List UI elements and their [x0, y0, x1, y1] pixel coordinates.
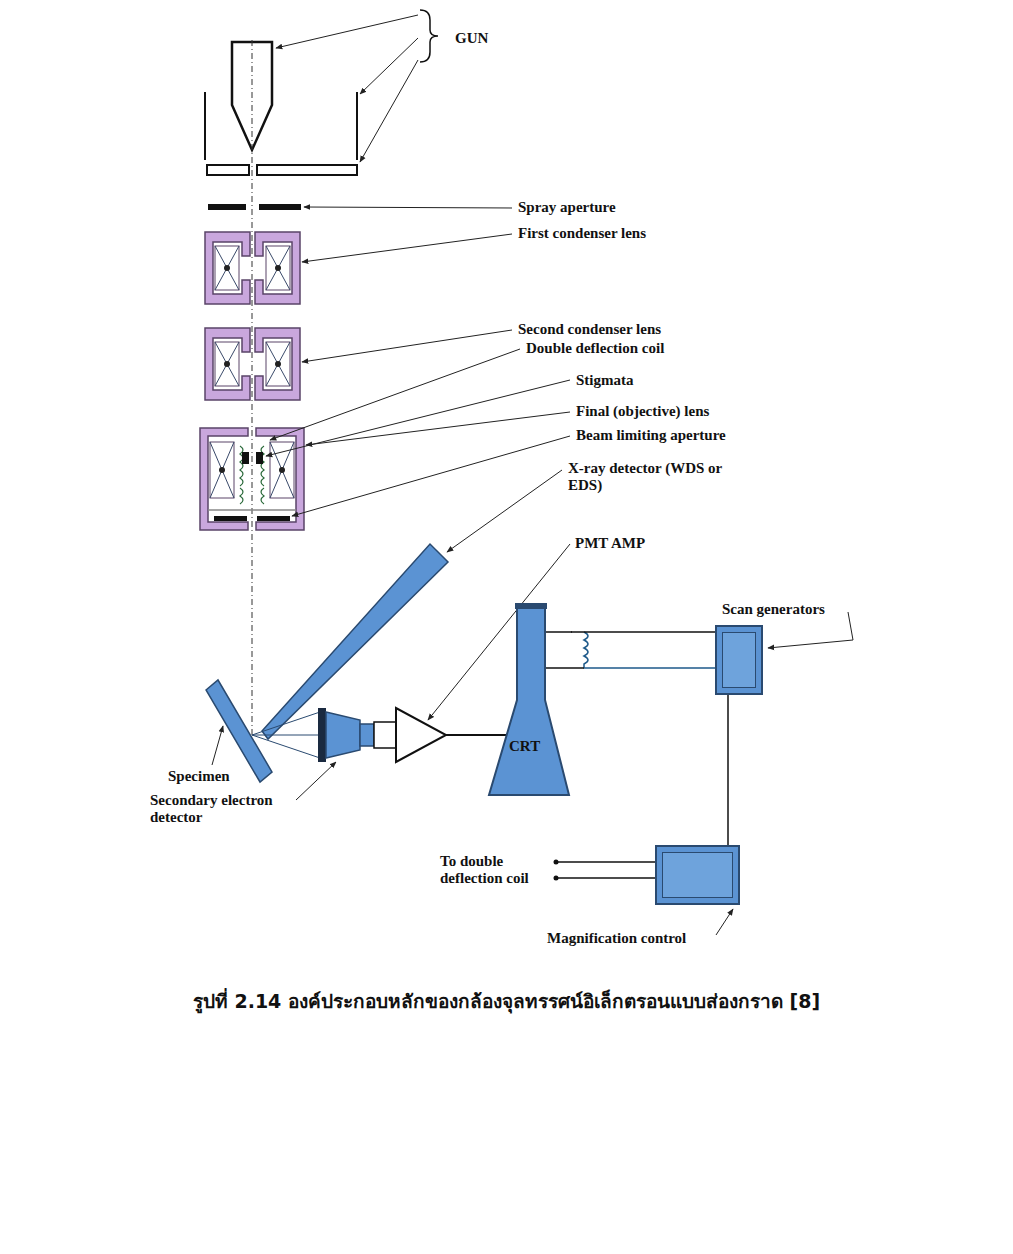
- leader-lines-part: [212, 726, 223, 765]
- secondary-electron-detector-part: [360, 724, 374, 746]
- electron-gun-part: [356, 92, 358, 160]
- beam-axis-part: [252, 40, 253, 735]
- signal-wire: [571, 631, 715, 633]
- specimen: [206, 680, 272, 782]
- figure-caption: รูปที่ 2.14 องค์ประกอบหลักของกล้องจุลทรร…: [0, 986, 1013, 1016]
- objective-lens-part: [256, 452, 263, 464]
- secondary-electron-detector-part: [326, 712, 360, 758]
- objective-lens-part: [257, 516, 290, 521]
- objective-lens-part: [242, 452, 249, 464]
- electron-gun: [205, 10, 438, 175]
- secondary-electron-detector-part: [396, 708, 446, 762]
- part-label: Secondary electron detector: [150, 792, 310, 827]
- electron-gun-part: [204, 92, 206, 160]
- secondary-electron-detector-part: [374, 722, 396, 748]
- crt-flask: [489, 605, 569, 795]
- crt-tube: CRT: [487, 600, 571, 800]
- spray-aperture: [208, 204, 301, 210]
- leader-lines-part: [304, 207, 512, 208]
- crt-cap: [515, 603, 547, 609]
- condenser-lenses-part: [205, 232, 250, 304]
- scan-wiring: [545, 632, 715, 881]
- node-label: CRT: [509, 738, 540, 755]
- condenser-lenses-part: [255, 328, 300, 400]
- secondary-electron-detector-part: [252, 735, 320, 736]
- scan-wiring-part: [545, 631, 572, 633]
- leader-lines-part: [302, 234, 512, 262]
- part-label: Double deflection coil: [526, 340, 664, 357]
- crt-outline: [487, 600, 571, 800]
- scan-wiring-part: [545, 667, 584, 669]
- objective-lens-part: [208, 509, 296, 511]
- part-label: Spray aperture: [518, 199, 616, 216]
- part-label: PMT AMP: [575, 535, 645, 552]
- leader-lines-part: [292, 436, 570, 516]
- part-label: Beam limiting aperture: [576, 427, 726, 444]
- node-label: Scan generators: [722, 601, 825, 618]
- specimen-part: [206, 680, 272, 782]
- objective-lens-part: [214, 516, 247, 521]
- electron-gun-part: [420, 10, 438, 62]
- leader-lines-part: [716, 909, 733, 935]
- leader-lines-part: [360, 38, 418, 94]
- secondary-electron-detector-part: [252, 735, 320, 758]
- leader-lines-part: [360, 60, 418, 162]
- leader-lines-part: [296, 762, 336, 800]
- leader-lines-part: [768, 612, 853, 648]
- condenser-lenses-part: [205, 328, 250, 400]
- leader-lines-part: [266, 380, 570, 456]
- leader-lines-part: [306, 412, 570, 445]
- objective-lens: [200, 428, 304, 530]
- part-label: Final (objective) lens: [576, 403, 709, 420]
- xray-detector-part: [262, 544, 448, 739]
- objective-lens-part: [200, 428, 248, 530]
- part-label: Specimen: [168, 768, 230, 785]
- signal-wire: [727, 695, 729, 845]
- part-label: To double deflection coil: [440, 853, 550, 888]
- electron-gun-part: [207, 165, 249, 175]
- part-label: Stigmata: [576, 372, 634, 389]
- secondary-electron-detector-part: [446, 734, 507, 736]
- part-label: First condenser lens: [518, 225, 646, 242]
- node-label: Magnification control: [547, 930, 686, 947]
- part-label: Second condenser lens: [518, 321, 661, 338]
- secondary-electron-detector-part: [252, 712, 320, 735]
- electron-gun-part: [257, 165, 357, 175]
- spray-aperture-part: [208, 204, 246, 210]
- secondary-electron-detector-part: [318, 708, 326, 762]
- box-inner-frame: [662, 852, 733, 898]
- spray-aperture-part: [259, 204, 301, 210]
- scan-wiring-part: [556, 877, 655, 879]
- condenser-lenses-part: [255, 232, 300, 304]
- leader-lines-part: [428, 544, 570, 720]
- beam-axis: [252, 40, 253, 735]
- part-label: X-ray detector (WDS or EDS): [568, 460, 748, 495]
- box-inner-frame: [722, 632, 756, 688]
- leader-lines-part: [276, 15, 418, 48]
- leader-lines: [212, 15, 853, 935]
- xray-detector: [262, 544, 448, 739]
- leader-lines-part: [270, 349, 520, 440]
- condenser-lenses: [205, 232, 300, 400]
- scan-wiring-part: [556, 861, 655, 863]
- scan-generator-box: Scan generators: [715, 625, 763, 695]
- magnification-control-box: Magnification control: [655, 845, 740, 905]
- leader-lines-part: [447, 470, 562, 552]
- part-label: GUN: [455, 30, 488, 47]
- scan-wiring-part: [584, 632, 715, 668]
- secondary-electron-detector: [252, 708, 507, 762]
- leader-lines-part: [302, 330, 512, 362]
